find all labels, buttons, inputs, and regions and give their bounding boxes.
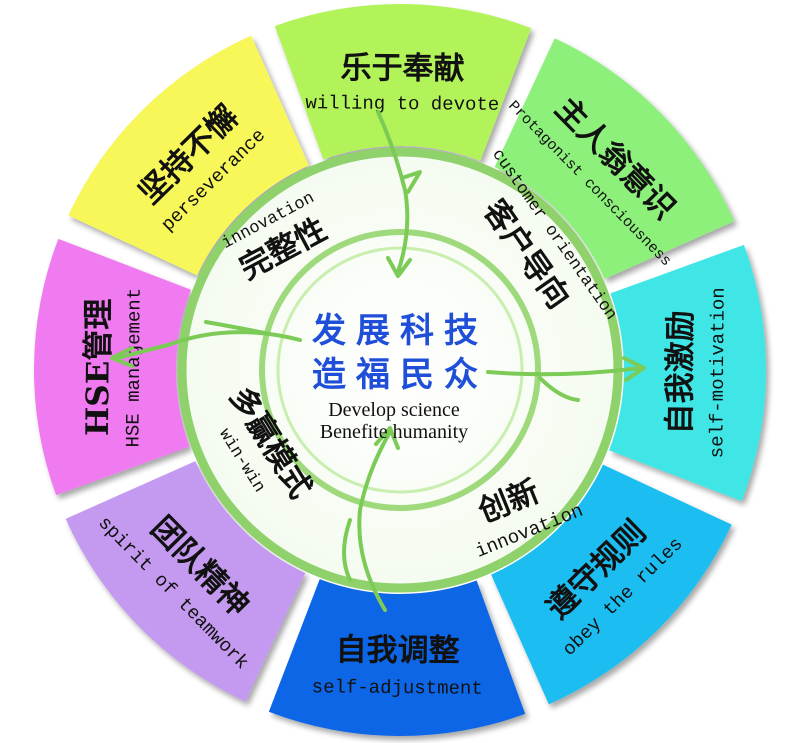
inner-green-ring bbox=[276, 246, 524, 494]
segment-1-cn: 乐于奉献 bbox=[340, 50, 464, 87]
segment-3-cn: 自我激励 bbox=[662, 310, 699, 434]
segment-5 bbox=[268, 579, 526, 736]
segment-3 bbox=[609, 244, 766, 502]
segment-6 bbox=[65, 461, 306, 702]
arrow-top bbox=[376, 110, 410, 274]
center-en-line1: Develop science bbox=[328, 399, 460, 421]
center-cn-line2: 造福民众 bbox=[312, 355, 488, 395]
arrow-bottom-tail bbox=[342, 518, 352, 582]
center-slogan: 发展科技 造福民众 Develop science Benefite human… bbox=[312, 311, 488, 443]
arrow-right bbox=[486, 366, 642, 377]
segment-7-en: HSE management bbox=[122, 288, 145, 448]
arrow-left-head bbox=[110, 346, 134, 368]
segment-3-en: self-motivation bbox=[706, 287, 729, 458]
arrow-bottom-head bbox=[374, 426, 400, 450]
segment-1 bbox=[274, 4, 532, 161]
inner-white-disc bbox=[178, 148, 622, 592]
flow-arrows bbox=[110, 110, 646, 612]
arrow-left-upper bbox=[204, 320, 272, 336]
segment-5-en: self-adjustment bbox=[312, 676, 483, 699]
arrow-top-head2 bbox=[400, 170, 422, 194]
arrow-right-head bbox=[622, 356, 646, 382]
segment-2 bbox=[494, 38, 735, 279]
center-en-line2: Benefite humanity bbox=[320, 421, 468, 443]
segment-5-cn: 自我调整 bbox=[335, 632, 459, 669]
arrow-right-lower bbox=[538, 376, 580, 402]
arrow-top-head bbox=[386, 256, 412, 278]
segment-8 bbox=[68, 35, 309, 276]
middle-green-ring bbox=[259, 229, 541, 511]
segment-1-en: willing to devote bbox=[305, 92, 499, 116]
arrow-bottom bbox=[357, 430, 392, 612]
segment-4 bbox=[491, 464, 732, 705]
center-cn-line1: 发展科技 bbox=[312, 311, 488, 351]
segment-7 bbox=[33, 238, 191, 496]
segment-7-cn: HSE管理 bbox=[80, 299, 117, 437]
